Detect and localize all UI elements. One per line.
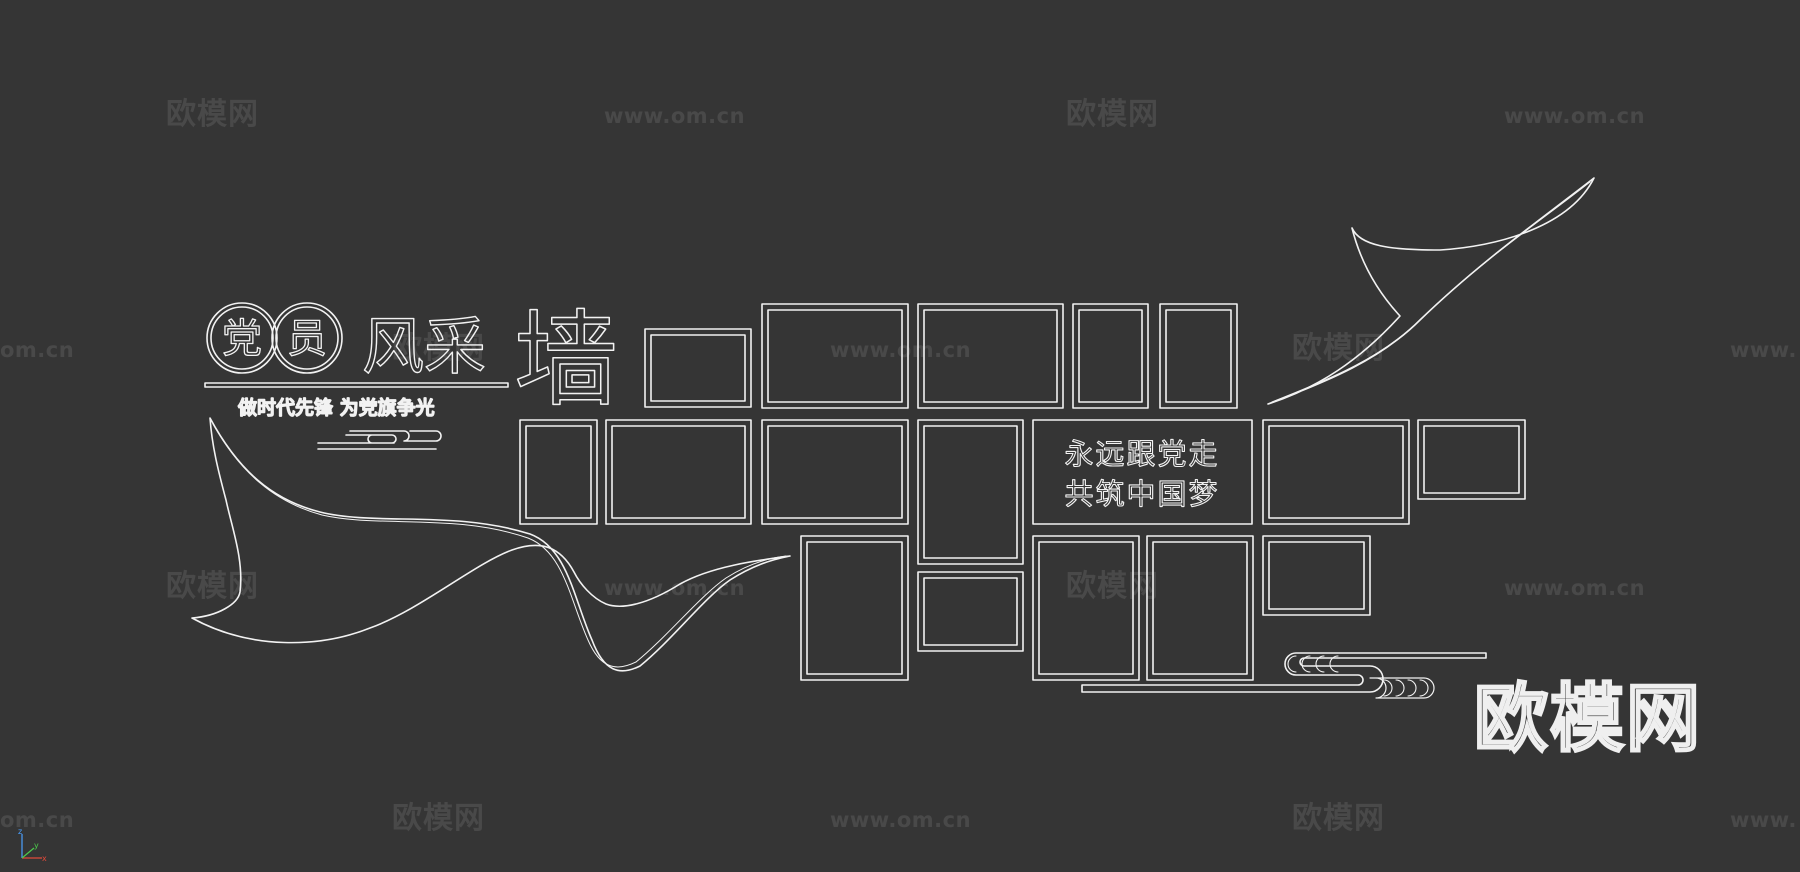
title-big-char: 墙 — [514, 299, 618, 421]
center-slogan-panel — [1032, 419, 1253, 525]
photo-frame[interactable] — [1146, 535, 1254, 681]
title-circle-2 — [271, 302, 343, 374]
axis-gizmo-icon: z y x — [18, 828, 47, 862]
photo-frame[interactable] — [917, 419, 1024, 565]
photo-frame[interactable] — [644, 328, 752, 408]
title-main-text: 风采 — [362, 310, 486, 383]
left-ribbon — [191, 417, 791, 672]
photo-frame[interactable] — [917, 303, 1064, 409]
title-subtitle: 做时代先锋 为党旗争光 — [237, 396, 435, 419]
cloud-ornament — [317, 430, 442, 450]
title-underline — [204, 382, 509, 388]
photo-frame[interactable] — [1262, 535, 1371, 616]
photo-frame[interactable] — [761, 419, 909, 525]
slogan-line-2: 共筑中国梦 — [1064, 477, 1219, 511]
title-circle-char-2: 员 — [287, 316, 327, 362]
photo-frame[interactable] — [605, 419, 752, 525]
photo-frame[interactable] — [1032, 535, 1140, 681]
photo-frame[interactable] — [1072, 303, 1149, 409]
axis-label-x: x — [42, 854, 47, 862]
photo-frame[interactable] — [800, 535, 909, 681]
photo-frame[interactable] — [1417, 419, 1526, 500]
photo-frame[interactable] — [1159, 303, 1238, 409]
slogan-line-1: 永远跟党走 — [1064, 437, 1219, 471]
axis-label-y: y — [34, 841, 39, 850]
cloud-scroll-ornament — [1081, 652, 1487, 699]
photo-frame[interactable] — [519, 419, 598, 525]
title-circle-char-1: 党 — [222, 316, 262, 362]
photo-frame[interactable] — [761, 303, 909, 409]
axis-label-z: z — [18, 828, 22, 836]
title-circle-1-inner — [210, 306, 274, 370]
right-flag — [1267, 177, 1595, 405]
photo-frame[interactable] — [1262, 419, 1410, 525]
photo-frames — [519, 303, 1526, 681]
title-circle-1 — [206, 302, 278, 374]
title-block: 党 员 风采 墙 做时代先锋 为党旗争光 — [204, 298, 619, 450]
photo-frame[interactable] — [917, 571, 1024, 652]
title-circle-2-inner — [275, 306, 339, 370]
